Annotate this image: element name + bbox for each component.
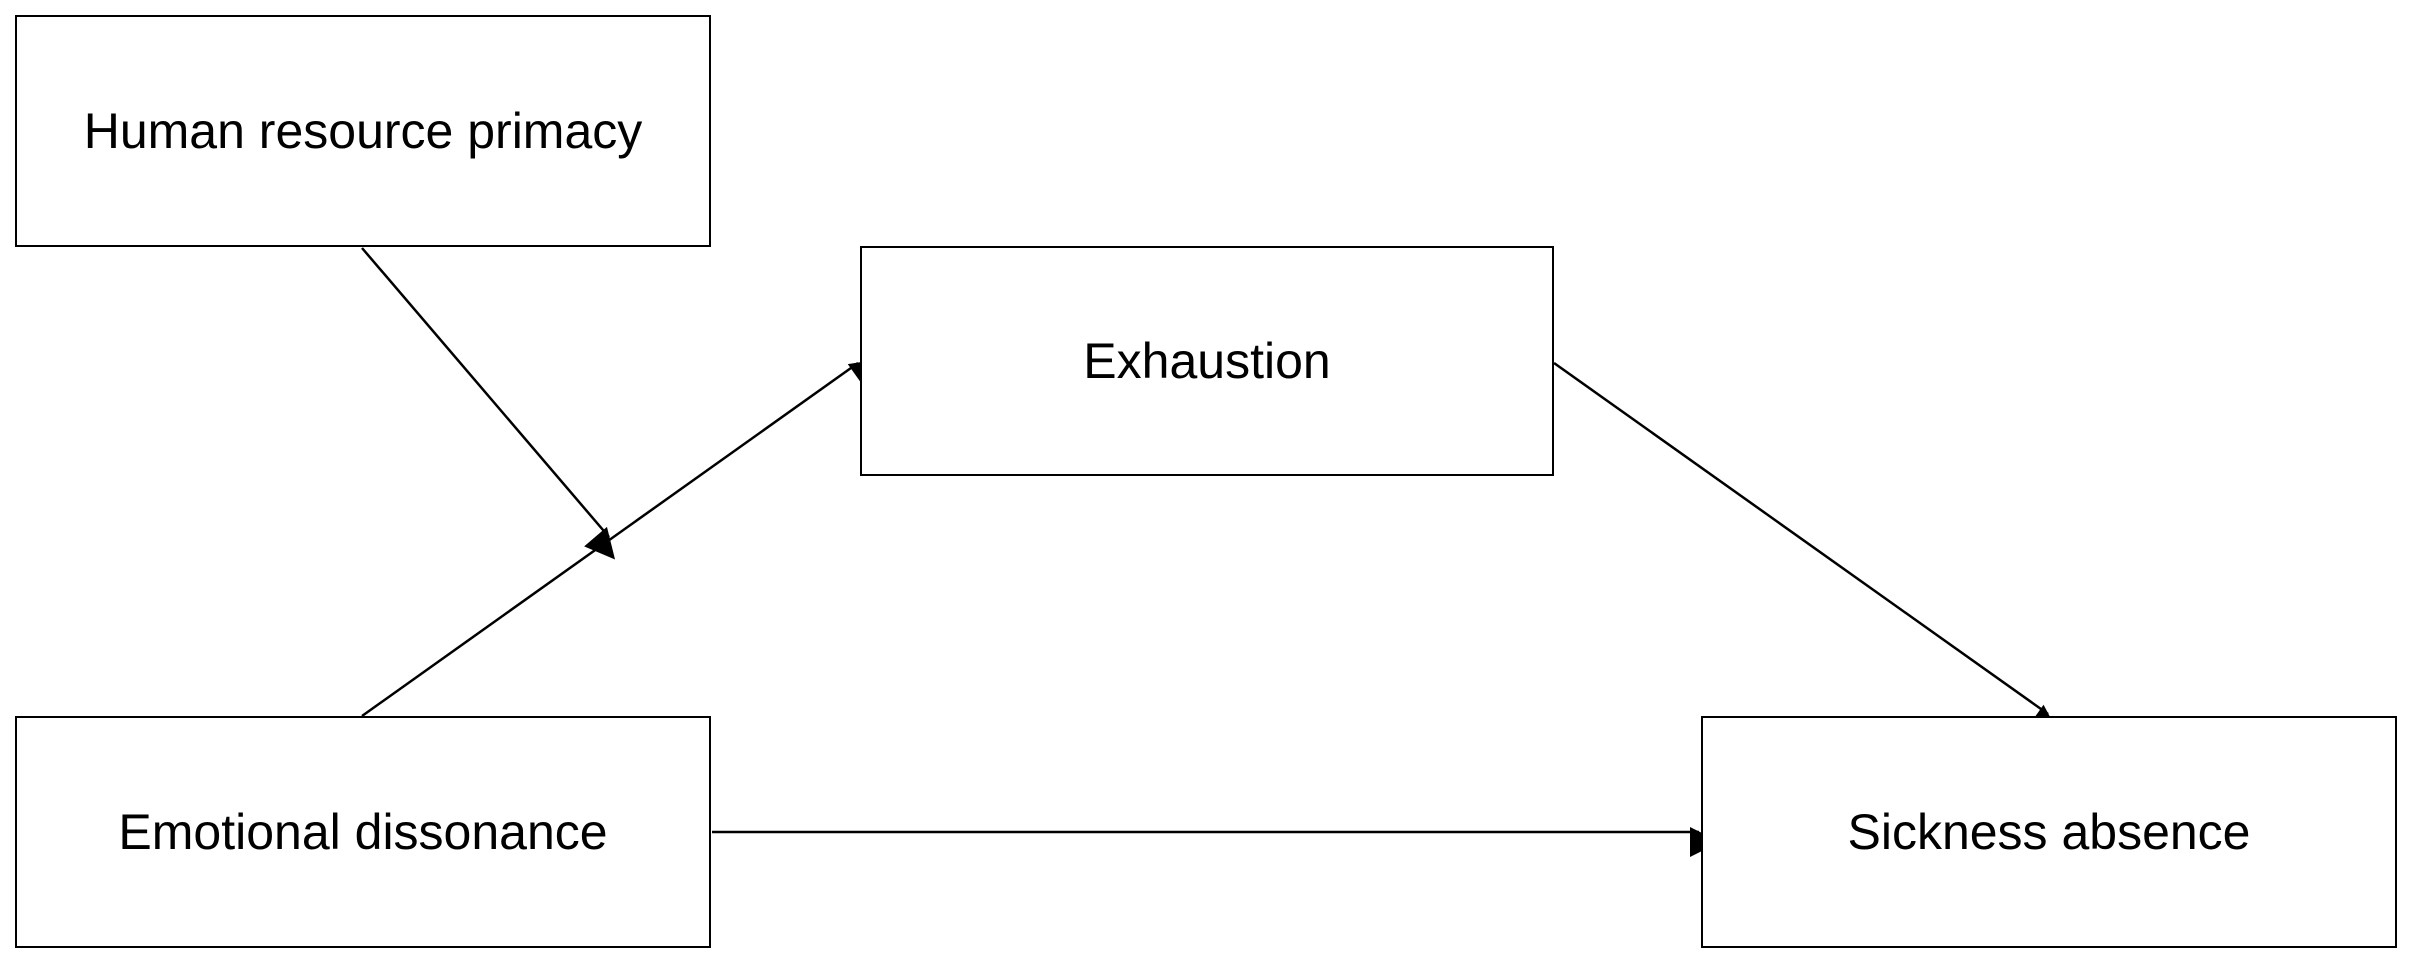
node-label-sickness-absence: Sickness absence: [1847, 804, 2251, 860]
node-human-resource-primacy: Human resource primacy: [15, 15, 711, 247]
node-label-human-resource-primacy: Human resource primacy: [83, 103, 643, 159]
node-label-emotional-dissonance: Emotional dissonance: [118, 804, 608, 860]
node-sickness-absence: Sickness absence: [1701, 716, 2397, 948]
arrow-exhaustion-to-sickness-absence: [1553, 361, 2060, 735]
arrow-emotional-dissonance-to-exhaustion: [361, 358, 881, 718]
node-emotional-dissonance: Emotional dissonance: [15, 716, 711, 948]
arrow-moderation-human-resource-primacy: [361, 247, 616, 560]
node-exhaustion: Exhaustion: [860, 246, 1554, 476]
node-label-exhaustion: Exhaustion: [1083, 333, 1331, 389]
